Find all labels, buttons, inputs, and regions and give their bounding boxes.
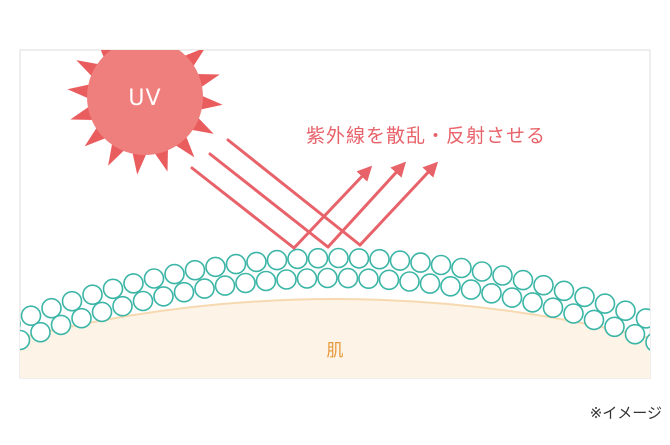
particle-circle-icon [348,248,370,269]
particle-circle-icon [82,284,103,306]
particle-circle-icon [624,323,646,345]
particle-circle-icon [419,273,441,294]
particle-circle-icon [225,253,247,275]
particle-circle-icon [542,297,564,319]
particle-layer [20,247,650,351]
particle-circle-icon [574,286,595,308]
sun-ray [174,50,178,52]
sun-ray [143,19,157,42]
particle-circle-icon [583,309,605,331]
particle-circle-icon [533,274,554,296]
particle-circle-icon [153,286,174,307]
particle-circle-icon [399,271,420,292]
scatter-caption: 紫外線を散乱・反射させる [306,125,546,147]
particle-circle-icon [317,267,338,289]
sun-icon: UV [67,19,223,175]
particle-circle-icon [337,267,359,289]
particle-circle-icon [112,295,133,317]
particle-circle-icon [645,333,650,351]
particle-circle-icon [235,272,256,294]
particle-circle-icon [481,282,502,304]
particle-circle-icon [563,303,584,324]
skin-area [20,299,650,378]
sun-label: UV [128,86,161,111]
particle-circle-icon [246,251,267,273]
particle-circle-icon [50,314,72,336]
sun-body [87,50,203,155]
sun-ray [199,95,223,110]
particle-circle-icon [512,269,534,291]
incoming-ray-1 [190,166,296,250]
particle-circle-icon [214,275,236,296]
particle-circle-icon [41,297,62,319]
particle-circle-icon [102,278,124,300]
particle-circle-icon [20,329,31,351]
sun-ray [132,151,147,175]
particle-circle-icon [553,280,575,302]
skin-label: 肌 [327,341,344,361]
particle-circle-icon [369,248,390,270]
particle-circle-icon [358,268,379,290]
particle-circle-icon [522,292,543,313]
particle-circle-icon [328,247,349,269]
sun-ray [183,50,204,68]
particle-circle-icon [20,319,21,328]
reflected-ray-3 [358,161,439,247]
particle-circle-icon [471,261,493,282]
particle-circle-icon [184,259,206,281]
sun-ray [67,84,91,99]
particle-circle-icon [205,256,226,278]
particle-circle-icon [123,273,144,294]
particle-circle-icon [20,305,42,327]
particle-circle-icon [255,270,277,292]
particle-circle-icon [430,254,452,276]
particle-circle-icon [604,316,625,338]
particle-circle-icon [276,269,297,290]
particle-circle-icon [132,290,154,312]
incoming-ray-3 [226,138,362,247]
particle-circle-icon [30,321,51,343]
sun-ray [196,74,220,88]
particle-circle-icon [91,301,113,323]
particle-circle-icon [194,278,215,299]
particle-circle-icon [287,248,308,270]
image-note: ※イメージ [589,404,662,422]
reflected-ray-2 [326,161,407,249]
sun-ray [154,148,168,172]
particle-circle-icon [615,300,636,322]
particle-circle-icon [460,279,482,300]
particle-circle-icon [451,257,472,279]
particle-circle-icon [266,249,288,271]
particle-circle-icon [389,250,411,271]
particle-circle-icon [173,281,195,303]
particle-circle-icon [296,268,318,289]
particle-circle-icon [594,293,616,314]
particle-circle-icon [410,252,431,273]
particle-circle-icon [440,275,461,297]
sun-ray [70,106,94,120]
reflected-ray-1 [292,165,373,250]
sun-ray [122,22,136,46]
particle-circle-icon [492,265,513,286]
particle-circle-icon [71,307,92,329]
particle-circle-icon [501,287,523,308]
particle-circle-icon [378,269,400,291]
particle-circle-icon [143,268,165,289]
particle-circle-icon [164,263,185,285]
particle-circle-icon [61,290,83,312]
particle-circle-icon [307,247,329,269]
particle-circle-icon [635,308,650,329]
